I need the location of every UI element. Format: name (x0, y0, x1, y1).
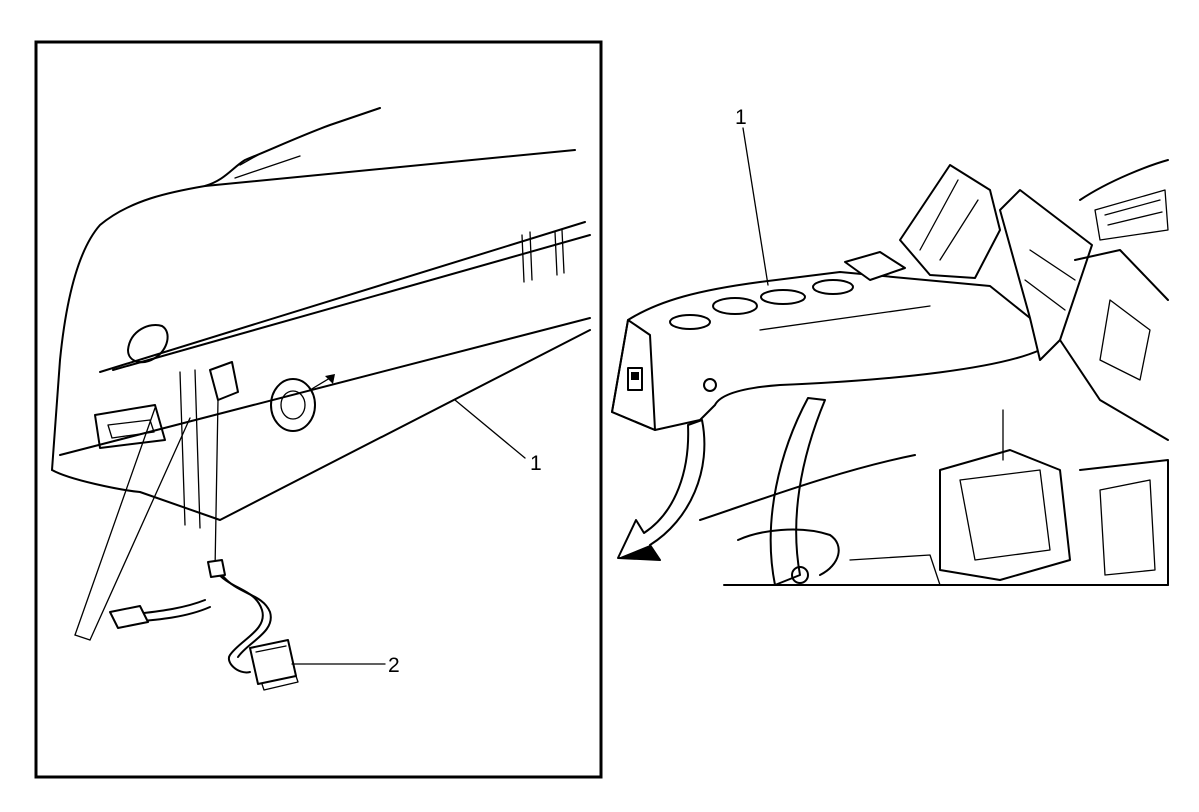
callout-2-left: 2 (388, 654, 400, 677)
console-underside-drawing (51, 107, 591, 641)
right-overview-view: 1 (611, 106, 1169, 586)
callout-1-left: 1 (530, 452, 542, 475)
left-view-frame (34, 40, 603, 779)
console-drawing (611, 164, 1093, 431)
vehicle-interior-background (699, 159, 1169, 586)
wiring-harness (109, 559, 272, 674)
leader-line-1-left (454, 399, 526, 459)
left-detail-view: 1 2 (34, 40, 603, 779)
leader-line-1-right (742, 127, 769, 286)
module-2-component (249, 639, 299, 691)
removal-direction-arrow (617, 419, 706, 561)
callout-1-right: 1 (735, 106, 747, 129)
